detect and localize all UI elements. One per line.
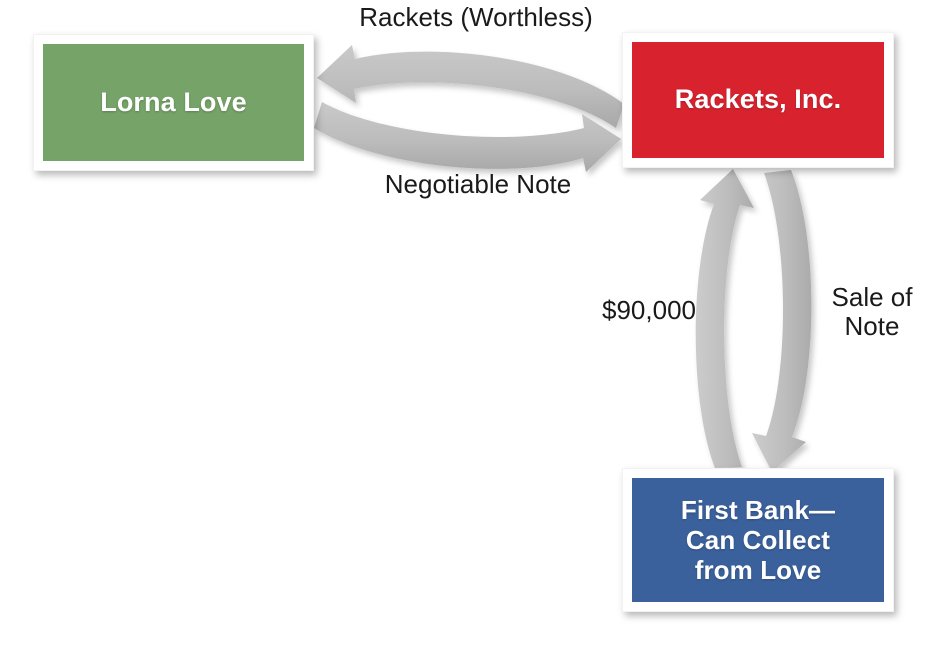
arrow-amount (695, 169, 754, 468)
arrow-negotiable-note (314, 102, 621, 172)
node-rackets-inc-fill: Rackets, Inc. (632, 42, 884, 158)
node-lorna-love-label: Lorna Love (100, 86, 247, 117)
node-lorna-love-fill: Lorna Love (43, 44, 304, 161)
edge-label-amount: $90,000 (602, 295, 696, 325)
arrow-rackets-worthless (317, 45, 624, 128)
node-rackets-inc[interactable]: Rackets, Inc. (622, 32, 894, 168)
edge-label-rackets-worthless: Rackets (Worthless) (359, 2, 593, 32)
arrow-sale-of-note (752, 170, 812, 472)
edge-label-sale-of-note: Sale of Note (831, 282, 913, 342)
node-first-bank-label: First Bank— Can Collect from Love (680, 494, 836, 586)
edge-label-negotiable-note: Negotiable Note (384, 169, 572, 199)
node-lorna-love[interactable]: Lorna Love (33, 34, 314, 171)
node-first-bank[interactable]: First Bank— Can Collect from Love (622, 468, 894, 612)
node-first-bank-fill: First Bank— Can Collect from Love (632, 478, 884, 602)
node-rackets-inc-label: Rackets, Inc. (674, 84, 842, 115)
